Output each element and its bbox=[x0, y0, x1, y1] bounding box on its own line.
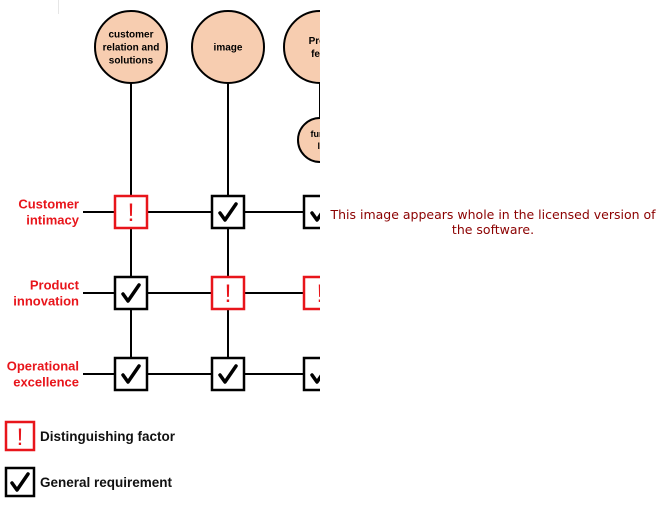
svg-text:!: ! bbox=[17, 424, 24, 451]
cell-operational-excellence-image bbox=[210, 356, 246, 392]
unlicensed-watermark-notice: This image appears whole in the licensed… bbox=[330, 207, 656, 237]
distinguishing-factor-icon: ! bbox=[4, 420, 36, 452]
column-node-image bbox=[191, 10, 265, 84]
legend-general-label: General requirement bbox=[40, 474, 173, 490]
legend-general: General requirement bbox=[4, 464, 172, 500]
distinguishing-mark: ! bbox=[317, 280, 320, 308]
cell-customer-intimacy-customer bbox=[113, 194, 149, 230]
checkmark-icon bbox=[218, 364, 238, 384]
checkmark-icon bbox=[121, 283, 141, 303]
cell-product-innovation-image bbox=[210, 275, 246, 311]
checkmark-icon bbox=[121, 364, 141, 384]
legend-distinguishing: ! Distinguishing factor bbox=[4, 418, 175, 454]
checkmark-icon bbox=[218, 202, 238, 222]
column-node-customer bbox=[94, 10, 168, 84]
cell-product-innovation-product-features bbox=[302, 275, 320, 311]
checkmark-icon bbox=[310, 211, 320, 222]
column-label-product-features: Prodfeat bbox=[309, 36, 320, 60]
cell-operational-excellence-customer bbox=[113, 356, 149, 392]
checkmark-icon bbox=[310, 373, 320, 384]
divider bbox=[58, 0, 59, 14]
checkmark-icon bbox=[4, 466, 36, 498]
node-functionality bbox=[297, 117, 320, 163]
legend-distinguishing-label: Distinguishing factor bbox=[40, 428, 175, 444]
cell-customer-intimacy-image bbox=[210, 194, 246, 230]
distinguishing-mark: ! bbox=[225, 280, 232, 308]
column-node-product-features bbox=[283, 10, 320, 84]
node-label-functionality: funcli bbox=[311, 129, 321, 151]
cell-product-innovation-customer bbox=[113, 275, 149, 311]
column-label-image: image bbox=[214, 43, 243, 54]
distinguishing-mark: ! bbox=[128, 199, 135, 227]
